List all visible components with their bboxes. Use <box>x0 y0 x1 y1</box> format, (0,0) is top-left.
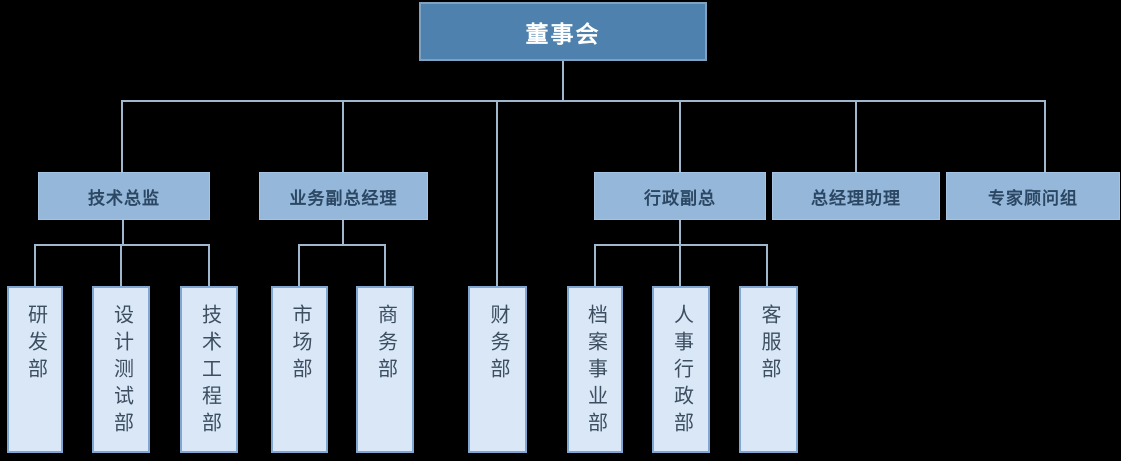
connector-drop-expert <box>1044 100 1046 173</box>
node-tech-director[interactable]: 技术总监 <box>38 172 210 220</box>
connector-drop-gm-assistant <box>855 100 857 173</box>
node-label: 档案事业部 <box>584 304 607 439</box>
node-label: 业务副总经理 <box>289 188 398 208</box>
connector-drop-techeng <box>208 244 210 287</box>
node-label: 技术总监 <box>88 188 160 208</box>
node-marketing-dept[interactable]: 市场部 <box>271 286 328 453</box>
connector-drop-market <box>298 244 300 287</box>
node-label: 财务部 <box>487 304 509 385</box>
node-business-deputy-gm[interactable]: 业务副总经理 <box>259 172 428 220</box>
node-design-test-dept[interactable]: 设计测试部 <box>92 286 150 453</box>
connector-main-horizontal <box>121 100 1046 102</box>
connector-tech-stem <box>122 220 124 246</box>
node-label: 专家顾问组 <box>988 188 1078 208</box>
node-expert-advisor-group[interactable]: 专家顾问组 <box>946 172 1120 220</box>
connector-drop-tech <box>121 100 123 173</box>
node-label: 董事会 <box>525 20 601 47</box>
node-gm-assistant[interactable]: 总经理助理 <box>772 172 940 220</box>
node-label: 市场部 <box>289 304 311 385</box>
connector-drop-hr <box>679 244 681 287</box>
node-rd-dept[interactable]: 研发部 <box>7 286 63 453</box>
node-label: 设计测试部 <box>110 304 133 439</box>
node-label: 总经理助理 <box>811 188 901 208</box>
connector-admin-horizontal <box>594 244 768 246</box>
connector-tech-horizontal <box>34 244 210 246</box>
node-archives-dept[interactable]: 档案事业部 <box>567 286 623 453</box>
node-label: 技术工程部 <box>198 304 221 439</box>
connector-drop-design <box>120 244 122 287</box>
node-board-of-directors[interactable]: 董事会 <box>419 2 707 61</box>
node-commerce-dept[interactable]: 商务部 <box>356 286 414 453</box>
node-customer-service-dept[interactable]: 客服部 <box>739 286 798 453</box>
node-finance-dept[interactable]: 财务部 <box>468 286 527 453</box>
connector-root-stem <box>562 60 564 102</box>
node-label: 人事行政部 <box>670 304 693 439</box>
connector-drop-service <box>766 244 768 287</box>
connector-drop-business <box>342 100 344 173</box>
node-label: 商务部 <box>374 304 397 385</box>
connector-business-stem <box>342 220 344 246</box>
node-label: 研发部 <box>24 304 47 385</box>
connector-drop-rd <box>34 244 36 287</box>
connector-admin-stem <box>679 220 681 246</box>
connector-business-horizontal <box>298 244 386 246</box>
node-hr-admin-dept[interactable]: 人事行政部 <box>652 286 710 453</box>
connector-drop-finance <box>496 100 498 287</box>
connector-drop-commerce <box>384 244 386 287</box>
node-label: 客服部 <box>758 304 780 385</box>
node-admin-deputy-gm[interactable]: 行政副总 <box>594 172 766 220</box>
connector-drop-archive <box>594 244 596 287</box>
node-tech-eng-dept[interactable]: 技术工程部 <box>180 286 238 453</box>
node-label: 行政副总 <box>644 188 716 208</box>
connector-drop-admin <box>679 100 681 173</box>
